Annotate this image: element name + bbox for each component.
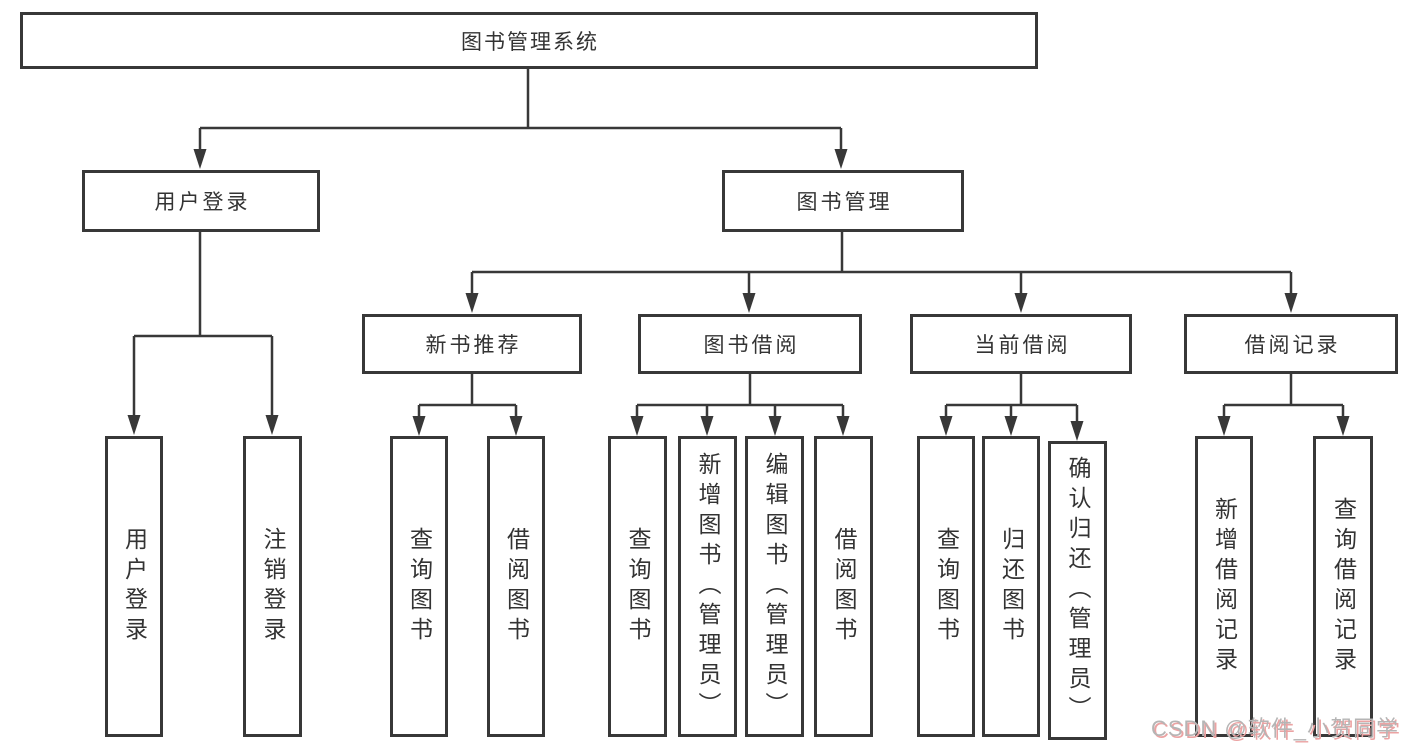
node-label: 借阅图书 (831, 526, 857, 647)
leaf-br-add-record: 新增借阅记录 (1195, 436, 1253, 737)
node-label: 用户登录 (121, 526, 148, 647)
node-label: 新书推荐 (425, 334, 522, 357)
node-label: 查询图书 (625, 526, 651, 647)
leaf-logout: 注销登录 (243, 436, 302, 737)
node-book-management: 图书管理 (722, 170, 964, 232)
leaf-bb-edit-book-admin: 编辑图书（管理员） (745, 436, 804, 737)
leaf-nb-borrow-book: 借阅图书 (487, 436, 545, 737)
leaf-cb-confirm-return-admin: 确认归还（管理员） (1048, 441, 1107, 740)
node-label: 图书管理系统 (461, 30, 599, 54)
node-label: 新增图书（管理员） (695, 451, 721, 722)
leaf-cb-query-book: 查询图书 (917, 436, 975, 737)
arrowheads (127, 149, 1350, 441)
node-label: 借阅记录 (1244, 334, 1341, 357)
leaf-cb-return-book: 归还图书 (982, 436, 1040, 737)
node-library-management-system: 图书管理系统 (20, 12, 1038, 69)
node-label: 查询图书 (406, 526, 433, 647)
node-label: 注销登录 (260, 526, 286, 647)
node-label: 借阅图书 (503, 526, 530, 647)
node-label: 归还图书 (998, 526, 1025, 647)
node-borrow-records: 借阅记录 (1184, 314, 1398, 374)
node-label: 当前借阅 (974, 334, 1071, 357)
node-book-borrowing: 图书借阅 (638, 314, 862, 374)
node-label: 图书管理 (796, 191, 893, 214)
node-new-book-recommend: 新书推荐 (362, 314, 582, 374)
leaf-bb-add-book-admin: 新增图书（管理员） (678, 436, 737, 737)
leaf-nb-query-book: 查询图书 (390, 436, 448, 737)
leaf-br-query-record: 查询借阅记录 (1313, 436, 1373, 737)
node-label: 查询借阅记录 (1330, 496, 1357, 677)
node-label: 新增借阅记录 (1211, 496, 1238, 677)
csdn-watermark: CSDN @软件_小贺同学 (1150, 716, 1399, 741)
node-label: 查询图书 (933, 526, 960, 647)
node-user-login: 用户登录 (82, 170, 320, 232)
node-label: 图书借阅 (703, 334, 800, 357)
node-current-borrowing: 当前借阅 (910, 314, 1132, 374)
leaf-user-login: 用户登录 (105, 436, 163, 737)
leaf-bb-query-book: 查询图书 (608, 436, 667, 737)
leaf-bb-borrow-book: 借阅图书 (814, 436, 873, 737)
node-label: 编辑图书（管理员） (762, 451, 788, 722)
node-label: 用户登录 (154, 191, 251, 214)
node-label: 确认归还（管理员） (1065, 455, 1091, 726)
